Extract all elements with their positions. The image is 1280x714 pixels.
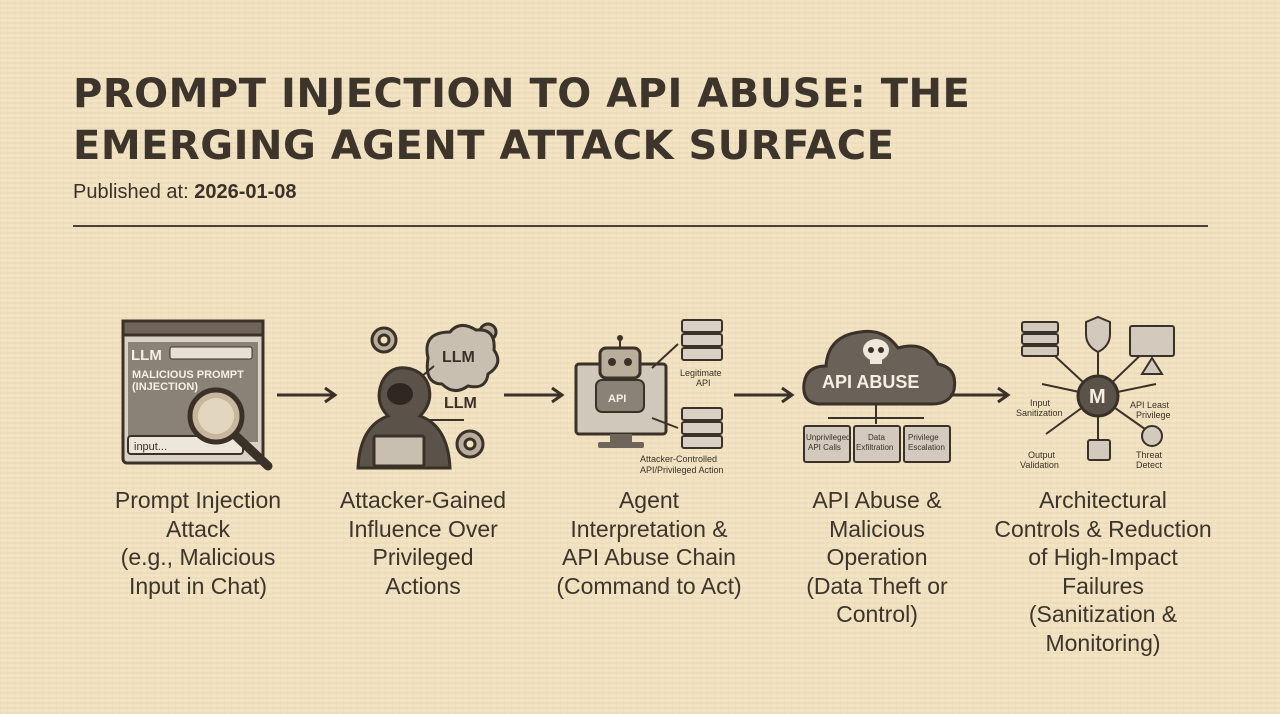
injection-label: (INJECTION) [132, 381, 198, 393]
api-screen-label: API [608, 393, 626, 405]
stage-caption-api-abuse: API Abuse & Malicious Operation (Data Th… [806, 487, 948, 627]
stage-caption-prompt-injection: Prompt Injection Attack (e.g., Malicious… [114, 487, 282, 599]
folder-unprivileged-label: Unprivileged [806, 433, 850, 442]
attacker-api-sub: API/Privileged Action [640, 465, 724, 475]
divider [73, 225, 1208, 227]
hub-label: M [1089, 386, 1106, 408]
attacker-api-label: Attacker-Controlled [640, 454, 717, 464]
api-abuse-cloud-icon: API ABUSE Unprivileged API Calls Data Ex… [802, 329, 957, 463]
folder-data-sub: Exfiltration [856, 443, 893, 452]
stage-caption-architectural-controls: Architectural Controls & Reduction of Hi… [994, 487, 1212, 656]
page-title: PROMPT INJECTION TO API ABUSE: THE EMERG… [73, 71, 971, 169]
published-date: 2026-01-08 [194, 181, 297, 203]
output-validation-sub: Validation [1020, 460, 1059, 470]
stage-caption-agent-interpretation: Agent Interpretation & API Abuse Chain (… [556, 487, 742, 599]
threat-detect-sub: Detect [1136, 460, 1163, 470]
brain-llm-label: LLM [442, 349, 475, 366]
folder-unprivileged-sub: API Calls [808, 443, 841, 452]
legit-api-sub: API [696, 378, 711, 388]
flow-arrow-1 [277, 386, 338, 404]
node-llm-label: LLM [444, 395, 477, 412]
flow-arrow-4 [950, 386, 1011, 404]
legit-api-label: Legitimate [680, 368, 722, 378]
published-line: Published at: 2026-01-08 [73, 181, 297, 204]
folder-privilege-sub: Escalation [908, 443, 945, 452]
robot-agent-icon: API Legitimate API Attacker-Controlled A… [574, 319, 724, 475]
skull-icon [863, 339, 889, 364]
threat-detect-label: Threat [1136, 450, 1163, 460]
api-least-sub: Privilege [1136, 410, 1171, 420]
hooded-attacker-icon: LLM LLM [356, 322, 500, 470]
llm-label: LLM [131, 347, 162, 364]
folder-privilege-label: Privilege [908, 433, 939, 442]
security-controls-hub-icon: M Input Sanitization API Least Privilege… [1016, 315, 1175, 470]
malicious-prompt-label: MALICIOUS PROMPT [132, 369, 244, 381]
flow-arrow-2 [504, 386, 565, 404]
input-sanitization-sub: Sanitization [1016, 408, 1063, 418]
input-placeholder: input... [134, 441, 167, 453]
api-abuse-label: API ABUSE [822, 372, 919, 392]
stage-caption-attacker-influence: Attacker-Gained Influence Over Privilege… [339, 487, 507, 599]
input-sanitization-label: Input [1030, 398, 1051, 408]
published-label: Published at: [73, 181, 189, 203]
api-least-label: API Least [1130, 400, 1170, 410]
folder-data-label: Data [868, 433, 885, 442]
malicious-prompt-window-icon: LLM MALICIOUS PROMPT (INJECTION) input..… [121, 319, 273, 471]
output-validation-label: Output [1028, 450, 1056, 460]
flow-arrow-3 [734, 386, 795, 404]
